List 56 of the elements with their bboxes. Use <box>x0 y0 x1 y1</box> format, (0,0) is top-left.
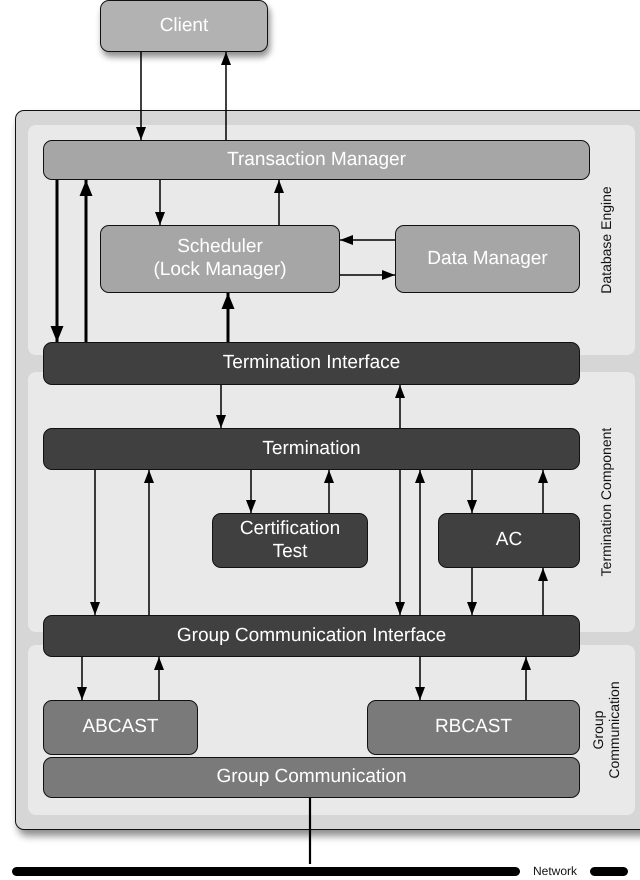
arrow <box>136 52 146 140</box>
arrow <box>340 235 395 245</box>
component-label: Termination <box>262 438 361 460</box>
component-label: Group Communication <box>216 766 407 789</box>
arrow <box>154 657 164 700</box>
section-label: Group Communication <box>590 680 622 781</box>
arrow <box>538 568 548 615</box>
component-label: Transaction Manager <box>227 148 406 172</box>
arrow <box>221 52 231 140</box>
arrow <box>90 470 100 615</box>
component-box <box>395 225 580 293</box>
arrow <box>467 470 477 513</box>
component-box <box>43 615 580 657</box>
connector-line <box>308 798 312 864</box>
arrow <box>538 470 548 513</box>
arrow <box>395 470 405 615</box>
component-box <box>367 700 580 755</box>
component-label: Certification Test <box>238 518 342 564</box>
arrow <box>395 385 405 428</box>
arrow <box>340 270 395 280</box>
component-box <box>438 513 580 568</box>
arrow <box>222 293 234 342</box>
arrow <box>324 470 334 513</box>
component-label: Scheduler (Lock Manager) <box>152 236 288 282</box>
component-label: ABCAST <box>82 716 159 739</box>
component-box <box>43 342 580 385</box>
arrow <box>77 657 87 700</box>
component-box <box>100 225 340 293</box>
component-box <box>43 140 590 180</box>
arrow <box>216 385 226 428</box>
section-label: Termination Component <box>598 426 614 578</box>
arrow <box>144 470 154 615</box>
arrow <box>246 470 256 513</box>
arrow <box>80 180 92 342</box>
arrow <box>155 180 165 225</box>
component-label: AC <box>496 529 522 552</box>
network-label: Network <box>532 864 578 879</box>
component-label: Client <box>160 14 208 38</box>
arrow <box>274 180 284 225</box>
arrow <box>50 180 64 342</box>
component-label: RBCAST <box>434 716 512 739</box>
arrow <box>467 568 477 615</box>
arrow <box>415 470 425 615</box>
component-box <box>100 0 268 52</box>
section-band <box>28 645 635 815</box>
component-box <box>43 757 580 798</box>
section-label: Database Engine <box>598 185 614 296</box>
component-box <box>43 428 580 470</box>
component-label: Group Communication Interface <box>176 624 446 648</box>
component-box <box>43 700 198 755</box>
arrow <box>521 657 531 700</box>
component-box <box>212 513 368 568</box>
section-band <box>28 125 635 355</box>
component-label: Data Manager <box>427 248 548 270</box>
arrow <box>415 657 425 700</box>
component-label: Termination Interface <box>222 352 400 375</box>
